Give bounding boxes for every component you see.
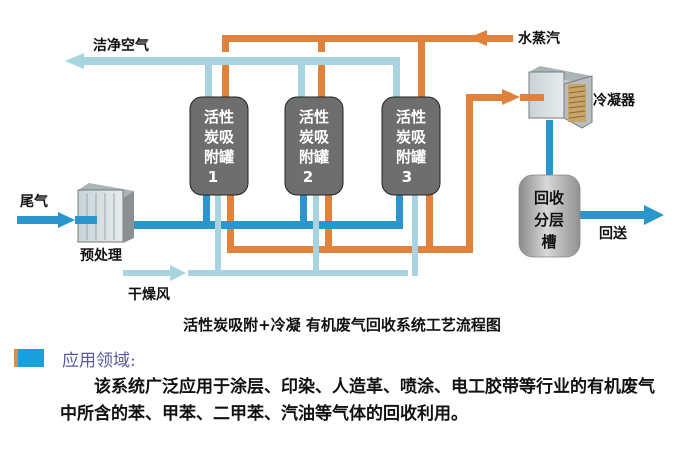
- adsorption-tank-1: 活性 炭吸 附罐 1: [189, 96, 249, 196]
- condenser-label: 冷凝器: [593, 92, 636, 109]
- adsorption-tank-3: 活性 炭吸 附罐 3: [381, 96, 441, 196]
- tank-label: 活性: [204, 108, 234, 126]
- return-pipe: [580, 205, 664, 225]
- tank-label: 附罐: [299, 148, 329, 166]
- section-bullet-icon: [14, 349, 44, 367]
- pretreatment-label: 预处理: [80, 247, 122, 264]
- exhaust-label: 尾气: [20, 193, 48, 210]
- tank-label: 活性: [396, 108, 426, 126]
- tank-number: 1: [208, 168, 218, 186]
- tank-label: 附罐: [204, 148, 234, 166]
- steam-arrow-icon: [468, 30, 487, 46]
- clean-air-label: 洁净空气: [93, 37, 149, 54]
- dry-air-pipe: [123, 195, 418, 281]
- adsorption-tank-2: 活性 炭吸 附罐 2: [284, 96, 344, 196]
- exhaust-arrow-icon: [58, 212, 75, 228]
- steam-pipe: [222, 30, 513, 99]
- pretreatment-unit: [75, 183, 134, 243]
- tank-label: 活性: [299, 108, 329, 126]
- return-arrow-icon: [644, 205, 664, 225]
- recovery-separator-tank: 回收 分层 槽: [518, 174, 581, 258]
- section-title: 应用领域:: [62, 350, 136, 371]
- separator-label: 分层: [534, 211, 564, 229]
- section-body: 该系统广泛应用于涂层、印染、人造革、喷涂、电工胶带等行业的有机废气中所含的苯、甲…: [60, 377, 655, 424]
- dry-air-arrow-icon: [170, 265, 186, 281]
- condensate-pipe: [546, 120, 553, 178]
- to-condenser-arrow-icon: [502, 89, 520, 105]
- tank-label: 炭吸: [204, 128, 235, 146]
- separator-label: 槽: [541, 233, 556, 251]
- return-label: 回送: [599, 225, 628, 242]
- diagram-caption: 活性炭吸附+冷凝 有机废气回收系统工艺流程图: [183, 316, 501, 334]
- steam-label: 水蒸汽: [518, 30, 560, 47]
- clean-air-arrow-icon: [65, 53, 84, 69]
- dry-air-label: 干燥风: [128, 286, 170, 303]
- process-flow-diagram: 活性 炭吸 附罐 1 活性 炭吸 附罐 2 活性 炭吸 附罐 3 回收 分层 槽…: [17, 30, 664, 303]
- condenser-unit: [520, 66, 593, 129]
- separator-label: 回收: [534, 189, 564, 207]
- tank-number: 2: [303, 168, 313, 186]
- tank-number: 3: [402, 168, 412, 186]
- tank-label: 炭吸: [299, 128, 330, 146]
- tank-label: 炭吸: [396, 128, 427, 146]
- exhaust-pipe: [17, 195, 403, 229]
- tank-label: 附罐: [396, 148, 426, 166]
- clean-air-pipe: [65, 53, 400, 99]
- section-header: 应用领域:: [14, 347, 136, 371]
